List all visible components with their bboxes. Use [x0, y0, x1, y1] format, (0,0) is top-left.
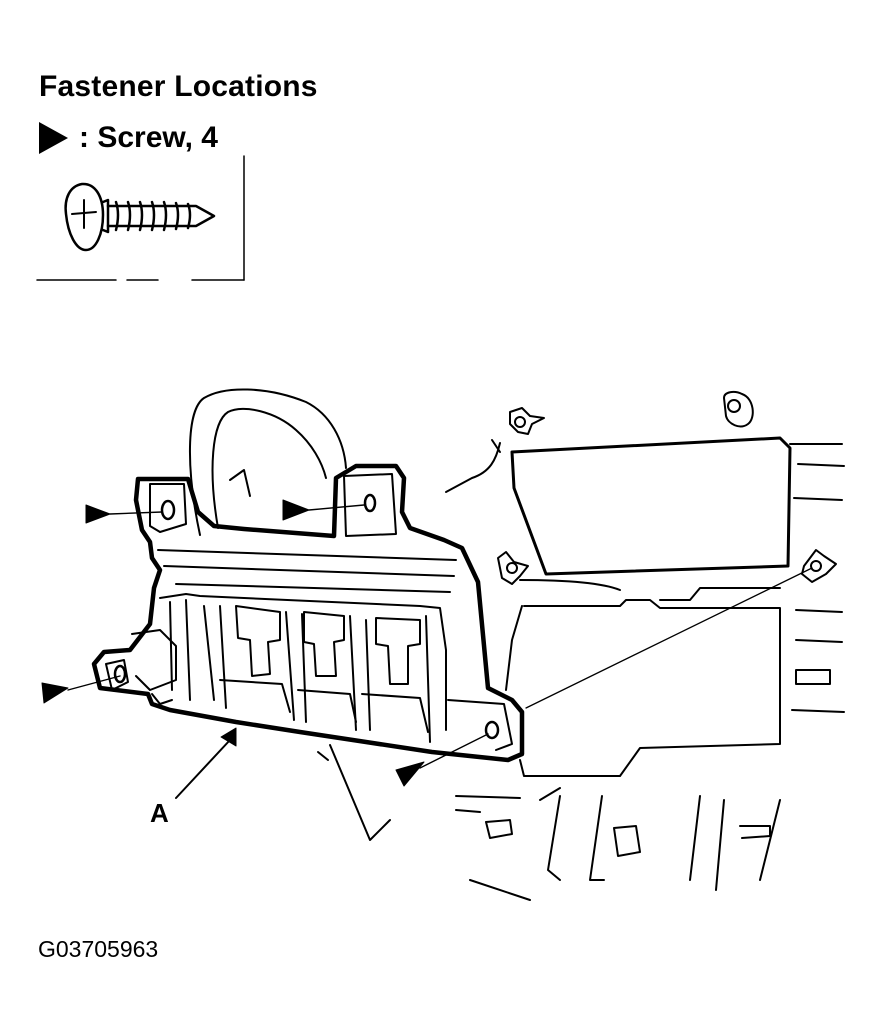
legend-box [36, 155, 245, 281]
figure-code: G03705963 [38, 936, 159, 962]
screw-arrow-4 [395, 733, 489, 787]
legend: : Screw, 4 [37, 121, 218, 155]
screw-arrow-2 [282, 499, 365, 521]
guide-line [525, 567, 813, 709]
screw-arrow-3 [41, 675, 121, 704]
clips [497, 390, 837, 585]
screw-icon [64, 182, 216, 252]
arrowhead-icon [39, 122, 68, 154]
screw-arrow-1 [85, 504, 163, 524]
callout-label-a: A [150, 798, 169, 828]
dash-structure [188, 388, 845, 901]
fuse-box-bracket [91, 463, 525, 763]
callout-a-leader [175, 727, 237, 799]
legend-label: : Screw, 4 [79, 121, 218, 154]
page-title: Fastener Locations [39, 70, 318, 103]
